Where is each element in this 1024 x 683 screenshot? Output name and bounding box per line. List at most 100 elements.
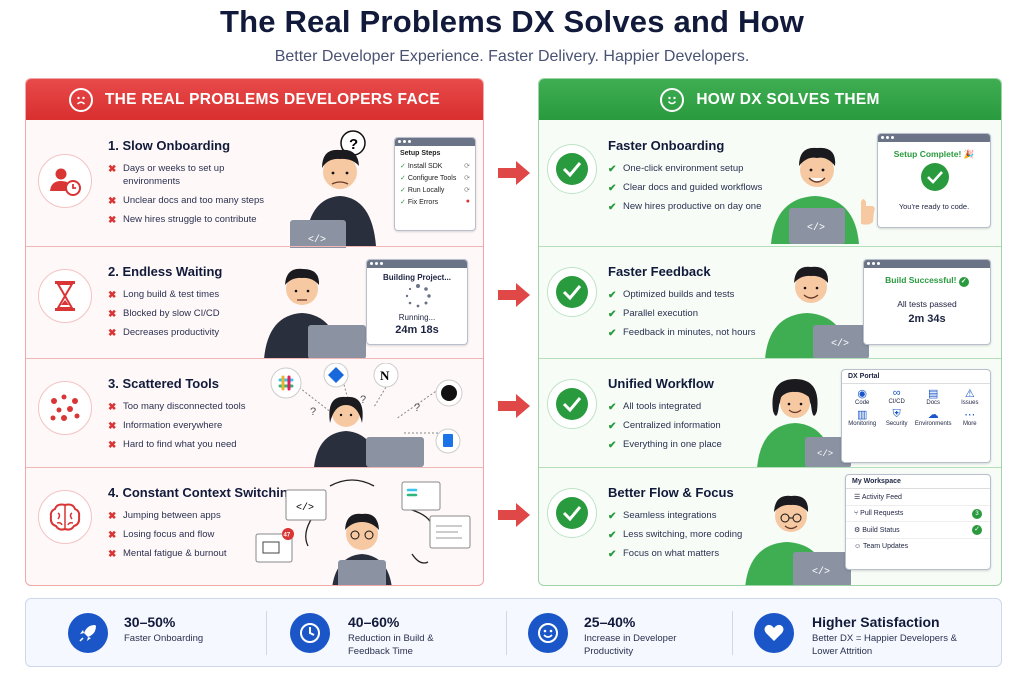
bullet: ✖Hard to find what you need <box>108 439 237 451</box>
portal-tile-code[interactable]: ◉Code <box>846 387 878 406</box>
workspace-item[interactable]: ☰ Activity Feed <box>846 489 990 506</box>
portal-tile-issues[interactable]: ⚠Issues <box>954 387 986 406</box>
workspace-item[interactable]: ☺ Team Updates <box>854 543 909 550</box>
problem-title: 4. Constant Context Switching <box>108 485 296 500</box>
problem-title: 2. Endless Waiting <box>108 264 223 279</box>
problems-panel: THE REAL PROBLEMS DEVELOPERS FACE 1. Slo… <box>25 78 484 586</box>
build-successful-card: Build Successful! ✓ All tests passed 2m … <box>863 259 991 345</box>
arrow-right-icon <box>498 503 530 527</box>
solutions-panel: HOW DX SOLVES THEM Faster Onboarding ✔On… <box>538 78 1002 586</box>
svg-text:47: 47 <box>284 533 291 539</box>
bullet: ✔Everything in one place <box>608 439 722 451</box>
svg-text:</>: </> <box>308 234 326 246</box>
setup-steps-card: Setup Steps ✓ Install SDK⟳ ✓ Configure T… <box>394 137 476 231</box>
bullet: ✔Centralized information <box>608 420 721 432</box>
bullet: ✔Focus on what matters <box>608 548 720 560</box>
code-icon: ◉ <box>857 388 868 400</box>
more-dots-icon: ⋯ <box>964 409 976 421</box>
check-circle-icon <box>547 488 597 538</box>
bullet: ✔All tools integrated <box>608 401 702 413</box>
bullet: ✔Less switching, more coding <box>608 529 743 541</box>
svg-text:</>: </> <box>831 338 849 350</box>
setup-step: ✓ Run Locally⟳ <box>400 187 470 194</box>
bullet: ✖Unclear docs and too many steps <box>108 195 264 207</box>
scattered-tools-illustration: N ??? <box>270 363 463 467</box>
waiting-developer-illustration <box>264 268 366 359</box>
solution-title: Unified Workflow <box>608 376 714 391</box>
alert-icon: ⚠ <box>964 388 975 400</box>
notion-icon <box>373 363 399 388</box>
bullet: ✔New hires productive on day one <box>608 201 762 213</box>
team-icon: ☺ <box>854 543 862 550</box>
check-circle-icon <box>921 163 949 191</box>
svg-text:?: ? <box>414 402 420 414</box>
confused-developer-illustration: ? </> <box>290 130 376 248</box>
cloud-icon: ☁ <box>927 409 939 421</box>
smile-face-icon <box>660 87 685 112</box>
thumbs-up-icon <box>861 199 875 225</box>
arrow-right-icon <box>498 283 530 307</box>
problems-header: THE REAL PROBLEMS DEVELOPERS FACE <box>26 79 483 120</box>
bullet: ✔Parallel execution <box>608 308 698 320</box>
bullet: ✖Long build & test times <box>108 289 220 301</box>
setup-step: ✓ Configure Tools⟳ <box>400 175 470 182</box>
user-clock-icon <box>38 154 92 208</box>
svg-text:</>: </> <box>812 566 830 578</box>
arrow-right-icon <box>498 161 530 185</box>
brain-icon <box>38 490 92 544</box>
document-icon: ▤ <box>928 388 939 400</box>
svg-text:N: N <box>380 368 390 383</box>
stat-build-time: 40–60% Reduction in Build & Feedback Tim… <box>266 599 506 668</box>
bullet: ✖Decreases productivity <box>108 327 220 339</box>
shield-icon: ⛨ <box>892 408 901 420</box>
infinity-icon: ∞ <box>892 387 901 399</box>
pull-request-icon: ⑂ <box>854 510 859 517</box>
my-workspace-card: My Workspace ☰ Activity Feed ⑂ Pull Requ… <box>845 474 991 570</box>
svg-text:?: ? <box>360 394 366 406</box>
happy-developer-illustration: </> <box>771 147 875 244</box>
problem-row-1: 1. Slow Onboarding ✖Days or weeks to set… <box>26 120 483 248</box>
portal-tile-cicd[interactable]: ∞CI/CD <box>880 387 912 406</box>
clock-icon <box>290 613 330 653</box>
solution-row-1: Faster Onboarding ✔One-click environment… <box>539 120 1001 246</box>
heart-icon <box>754 613 794 653</box>
portal-tile-more[interactable]: ⋯More <box>954 408 986 427</box>
portal-tile-docs[interactable]: ▤Docs <box>915 387 952 406</box>
happy-developer-illustration: </> <box>765 266 869 359</box>
workspace-item[interactable]: ⚙ Build Status✓ <box>846 522 990 539</box>
portal-tile-monitoring[interactable]: ▥Monitoring <box>846 408 878 427</box>
context-switching-illustration: </> 47 <box>255 479 471 585</box>
bullet: ✖Losing focus and flow <box>108 529 215 541</box>
check-circle-icon <box>547 144 597 194</box>
bullet: ✔Feedback in minutes, not hours <box>608 327 756 339</box>
portal-tile-security[interactable]: ⛨Security <box>880 408 912 427</box>
focused-developer-illustration: </> <box>745 495 851 585</box>
svg-text:</>: </> <box>817 449 833 459</box>
bullet: ✖New hires struggle to contribute <box>108 214 257 226</box>
error-icon: ● <box>465 198 470 205</box>
problems-header-label: THE REAL PROBLEMS DEVELOPERS FACE <box>104 90 441 108</box>
bullet: ✖Too many disconnected tools <box>108 401 246 413</box>
solution-title: Faster Onboarding <box>608 138 725 153</box>
problem-title: 1. Slow Onboarding <box>108 138 231 153</box>
spinner-icon <box>405 284 431 308</box>
solutions-header: HOW DX SOLVES THEM <box>539 79 1001 120</box>
bullet: ✖Blocked by slow CI/CD <box>108 308 220 320</box>
page-title: The Real Problems DX Solves and How <box>219 4 805 39</box>
hourglass-icon <box>38 269 92 323</box>
solutions-header-label: HOW DX SOLVES THEM <box>696 90 880 108</box>
problem-row-2: 2. Endless Waiting ✖Long build & test ti… <box>26 246 483 359</box>
bullet: ✔Optimized builds and tests <box>608 289 735 301</box>
solution-title: Better Flow & Focus <box>608 485 734 500</box>
setup-complete-card: Setup Complete! 🎉 You're ready to code. <box>877 133 991 228</box>
svg-text:</>: </> <box>807 222 825 234</box>
page-subtitle: Better Developer Experience. Faster Deli… <box>274 48 750 65</box>
portal-tile-environments[interactable]: ☁Environments <box>914 409 952 427</box>
bullet: ✔Clear docs and guided workflows <box>608 182 763 194</box>
stat-satisfaction: Higher Satisfaction Better DX = Happier … <box>732 599 1002 668</box>
problem-title: 3. Scattered Tools <box>108 376 220 391</box>
chart-icon: ▥ <box>857 409 868 421</box>
scattered-dots-icon <box>38 381 92 435</box>
check-circle-icon <box>547 267 597 317</box>
